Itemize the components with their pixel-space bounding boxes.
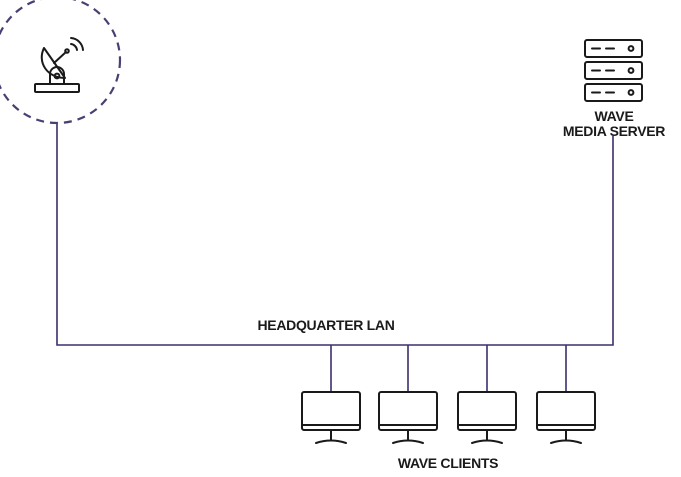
lan-backbone	[56, 122, 614, 346]
monitor-icon	[378, 391, 438, 444]
server-label-line1: WAVE	[595, 108, 634, 124]
server-label-line2: MEDIA SERVER	[563, 123, 665, 139]
monitor-icon	[301, 391, 361, 444]
satellite-range-circle	[0, 0, 122, 125]
network-lines	[56, 122, 614, 392]
monitor-icon	[457, 391, 517, 444]
client-monitors	[301, 391, 596, 444]
satellite-dish-icon	[34, 37, 84, 93]
monitor-icon	[536, 391, 596, 444]
satellite-node	[0, 0, 122, 125]
lan-label: HEADQUARTER LAN	[257, 317, 394, 333]
clients-label: WAVE CLIENTS	[398, 455, 498, 471]
server-rack-icon	[584, 39, 643, 102]
